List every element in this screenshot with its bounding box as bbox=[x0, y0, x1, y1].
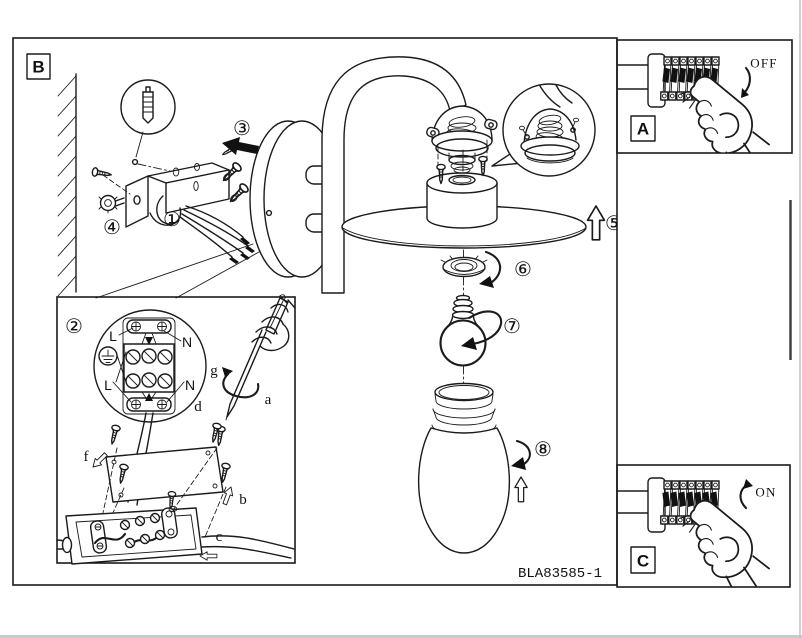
step-4-label: ④ bbox=[103, 215, 121, 239]
panel-c: ON C bbox=[617, 477, 779, 587]
wall-bracket bbox=[125, 162, 230, 228]
callout-b-label: b bbox=[239, 492, 247, 508]
hand-flipping-breaker-icon bbox=[669, 72, 779, 153]
thumbscrew-icon bbox=[98, 194, 125, 214]
earth-symbol-icon bbox=[98, 346, 118, 366]
step-1-label: ① bbox=[163, 207, 181, 231]
step-6-arrowhead bbox=[479, 276, 494, 288]
glass-up-arrow-icon bbox=[514, 476, 528, 503]
c-label: C bbox=[637, 552, 649, 571]
lamp-socket bbox=[426, 105, 498, 174]
light-bulb bbox=[439, 294, 487, 367]
part-number: BLA83585-1 bbox=[518, 566, 602, 582]
c-label-box: C bbox=[630, 546, 656, 574]
mains-cable bbox=[201, 535, 295, 559]
terminal-bottom-neutral-label: N bbox=[185, 377, 195, 393]
socket-detail-circle bbox=[491, 83, 596, 177]
terminal-bottom-live-label: L bbox=[104, 377, 112, 393]
panel-a: OFF A bbox=[617, 53, 779, 153]
panel-b: B bbox=[26, 53, 623, 582]
off-direction-arrow-icon bbox=[742, 66, 751, 95]
step-8-label: ⑧ bbox=[534, 437, 552, 461]
callout-g-arrowhead bbox=[222, 367, 233, 377]
wall-plate bbox=[249, 120, 341, 278]
callout-a-label: a bbox=[265, 392, 272, 408]
terminal-top-live-label: L bbox=[109, 328, 117, 344]
shade-hub bbox=[426, 155, 498, 229]
b-label-box: B bbox=[26, 53, 51, 80]
bracket-screws bbox=[91, 143, 251, 214]
step-2-label: ② bbox=[65, 314, 83, 338]
screwdriver-hand bbox=[213, 294, 296, 447]
step-5-label: ⑤ bbox=[605, 211, 623, 235]
wall-anchor-detail-circle bbox=[120, 79, 176, 172]
panel-a-frame bbox=[616, 39, 793, 154]
hand-flipping-breaker-icon bbox=[669, 496, 779, 587]
inset-leader-lines bbox=[95, 243, 260, 299]
glass-shade bbox=[417, 382, 511, 554]
step-7-rotate-arrow-icon bbox=[467, 310, 503, 346]
callout-c-label: c bbox=[216, 529, 223, 545]
step-5-up-arrow-icon bbox=[586, 205, 606, 241]
callout-g-label: g bbox=[210, 363, 218, 379]
on-arrowhead bbox=[743, 479, 753, 489]
main-frame bbox=[12, 37, 618, 586]
ring-nut bbox=[440, 255, 488, 278]
step-7-arrowhead bbox=[461, 337, 477, 350]
step-3-label: ③ bbox=[233, 116, 251, 140]
step-3-arrow-icon bbox=[222, 137, 259, 155]
callout-d-label: d bbox=[194, 399, 202, 415]
terminal-detail-circle bbox=[93, 309, 207, 506]
step-8-arrowhead bbox=[511, 457, 526, 470]
wiring-inset: ② bbox=[56, 294, 296, 565]
terminal-top-neutral-label: N bbox=[182, 334, 192, 350]
step-6-rotate-arrow-icon bbox=[484, 250, 502, 284]
wall-hatch bbox=[57, 73, 77, 297]
mains-wires bbox=[179, 205, 255, 264]
junction-box bbox=[56, 490, 295, 565]
cover-plate bbox=[100, 421, 232, 538]
wall-anchor-icon bbox=[142, 86, 154, 124]
step-7-label: ⑦ bbox=[503, 314, 521, 338]
off-status-label: OFF bbox=[750, 56, 777, 71]
off-arrowhead bbox=[741, 88, 749, 98]
arm-tube bbox=[321, 56, 467, 294]
a-label: A bbox=[637, 120, 649, 139]
callout-g-rotate-arrow-icon bbox=[222, 372, 260, 399]
callout-f-label: f bbox=[84, 449, 89, 465]
panel-c-frame bbox=[616, 464, 791, 588]
step-6-label: ⑥ bbox=[514, 257, 532, 281]
step-8-rotate-arrow-icon bbox=[515, 439, 531, 466]
b-label: B bbox=[32, 58, 44, 77]
on-status-label: ON bbox=[755, 485, 776, 500]
a-label-box: A bbox=[630, 115, 656, 142]
